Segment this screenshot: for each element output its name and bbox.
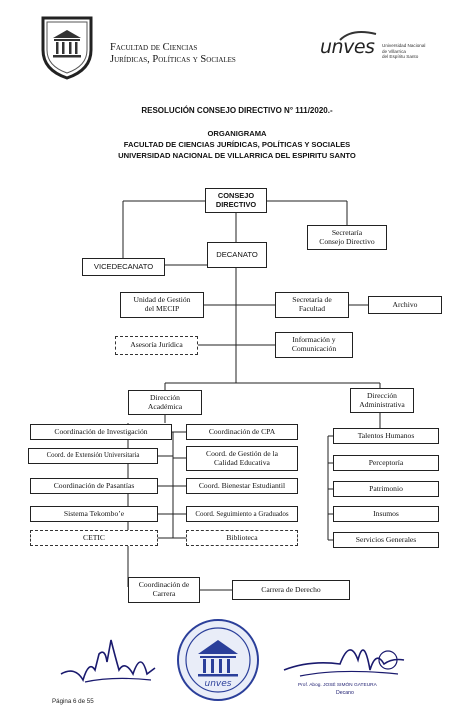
- secretaria-facultad-line2: Facultad: [298, 304, 326, 313]
- biblioteca-box: Biblioteca: [186, 530, 298, 546]
- talentos-humanos-box: Talentos Humanos: [333, 428, 439, 444]
- secretaria-facultad-line1: Secretaría de: [292, 295, 332, 305]
- patrimonio-label: Patrimonio: [369, 483, 403, 493]
- coord-pasantias-box: Coordinación de Pasantías: [30, 478, 158, 494]
- university-name: Universidad Nacional de Villarrica del E…: [382, 43, 425, 60]
- coord-cpa-box: Coordinación de CPA: [186, 424, 298, 440]
- archivo-box: Archivo: [368, 296, 442, 314]
- coord-carrera-line1: Coordinación de: [138, 580, 190, 590]
- coord-calidad-line2: Calidad Educativa: [214, 457, 270, 467]
- coord-extension-box: Coord. de Extensión Universitaria: [28, 448, 158, 464]
- page-number: Página 6 de 55: [52, 698, 94, 705]
- cetic-box: CETIC: [30, 530, 158, 546]
- servicios-generales-box: Servicios Generales: [333, 532, 439, 548]
- sistema-tekombo-box: Sistema Tekombo’e: [30, 506, 158, 522]
- unves-logo: unves Universidad Nacional de Villarrica…: [320, 31, 470, 72]
- patrimonio-box: Patrimonio: [333, 481, 439, 497]
- faculty-title: FACULTAD DE CIENCIAS JURÍDICAS, POLÍTICA…: [123, 140, 351, 149]
- asesoria-box: Asesoría Jurídica: [115, 336, 198, 355]
- official-seal: unves: [176, 618, 260, 702]
- archivo-label: Archivo: [392, 299, 418, 309]
- dir-academica-line2: Académica: [147, 401, 183, 411]
- decanato-label: DECANATO: [216, 249, 258, 259]
- secretaria-consejo-line1: Secretaría: [331, 227, 363, 237]
- insumos-box: Insumos: [333, 506, 439, 522]
- asesoria-label: Asesoría Jurídica: [130, 340, 183, 350]
- coord-bienestar-box: Coord. Bienestar Estudiantil: [186, 478, 298, 494]
- faculty-name-line2: Jurídicas, Políticas y Sociales: [110, 54, 236, 65]
- signature-name: Prof. Abog. JOSÉ SIMÓN GATEURA: [298, 683, 377, 688]
- seal-label: unves: [204, 679, 232, 689]
- faculty-name: Facultad de Ciencias Jurídicas, Política…: [110, 42, 236, 66]
- secretaria-consejo-line2: Consejo Directivo: [319, 236, 375, 246]
- faculty-name-line1: Facultad de Ciencias: [110, 42, 198, 53]
- unves-wordmark: unves: [320, 36, 375, 58]
- vicedecanato-box: VICEDECANATO: [82, 258, 165, 276]
- coord-investigacion-box: Coordinación de Investigación: [30, 424, 172, 440]
- informacion-line2: Comunicación: [291, 344, 337, 353]
- perceptoria-label: Perceptoría: [368, 457, 404, 467]
- vicedecanato-label: VICEDECANATO: [93, 261, 154, 271]
- university-title: UNIVERSIDAD NACIONAL DE VILLARRICA DEL E…: [118, 151, 356, 160]
- university-name-line1: Universidad Nacional: [382, 43, 426, 48]
- decanato-box: DECANATO: [207, 242, 267, 268]
- coord-cpa-label: Coordinación de CPA: [208, 426, 276, 436]
- coord-pasantias-label: Coordinación de Pasantías: [53, 480, 135, 490]
- servicios-generales-label: Servicios Generales: [355, 534, 417, 544]
- organigrama-title: ORGANIGRAMA: [207, 129, 267, 138]
- dir-admin-line1: Dirección: [367, 390, 397, 400]
- left-signature: [55, 630, 165, 697]
- coord-calidad-line1: Coord. de Gestión de la: [206, 448, 278, 458]
- right-signature: [280, 630, 410, 695]
- faculty-logo: [37, 12, 97, 82]
- consejo-line1: CONSEJO: [217, 190, 255, 200]
- resolution-title: RESOLUCIÓN CONSEJO DIRECTIVO N° 111/2020…: [141, 106, 333, 115]
- cetic-label: CETIC: [83, 532, 105, 542]
- carrera-derecho-box: Carrera de Derecho: [232, 580, 350, 600]
- consejo-line2: DIRECTIVO: [215, 199, 257, 209]
- sistema-tekombo-label: Sistema Tekombo’e: [63, 508, 125, 518]
- dir-admin-line2: Administrativa: [359, 399, 405, 409]
- dir-academica-line1: Dirección: [150, 392, 180, 402]
- mecip-line1: Unidad de Gestión: [133, 295, 191, 305]
- talentos-humanos-label: Talentos Humanos: [357, 430, 415, 440]
- perceptoria-box: Perceptoría: [333, 455, 439, 471]
- coord-carrera-line2: Carrera: [152, 589, 176, 598]
- mecip-line2: del MECIP: [144, 304, 180, 313]
- coord-bienestar-label: Coord. Bienestar Estudiantil: [198, 480, 286, 490]
- university-name-line2: de Villarrica: [382, 48, 406, 54]
- coord-graduados-label: Coord. Seguimiento a Graduados: [195, 509, 289, 518]
- coord-graduados-box: Coord. Seguimiento a Graduados: [186, 506, 298, 522]
- signature-role: Decano: [336, 690, 354, 696]
- coord-extension-label: Coord. de Extensión Universitaria: [46, 452, 140, 460]
- coord-investigacion-label: Coordinación de Investigación: [54, 426, 148, 436]
- biblioteca-label: Biblioteca: [226, 532, 258, 542]
- carrera-derecho-label: Carrera de Derecho: [261, 584, 321, 594]
- informacion-line1: Información y: [292, 335, 336, 345]
- university-name-line3: del Espíritu Santo: [382, 54, 419, 60]
- insumos-label: Insumos: [373, 508, 399, 518]
